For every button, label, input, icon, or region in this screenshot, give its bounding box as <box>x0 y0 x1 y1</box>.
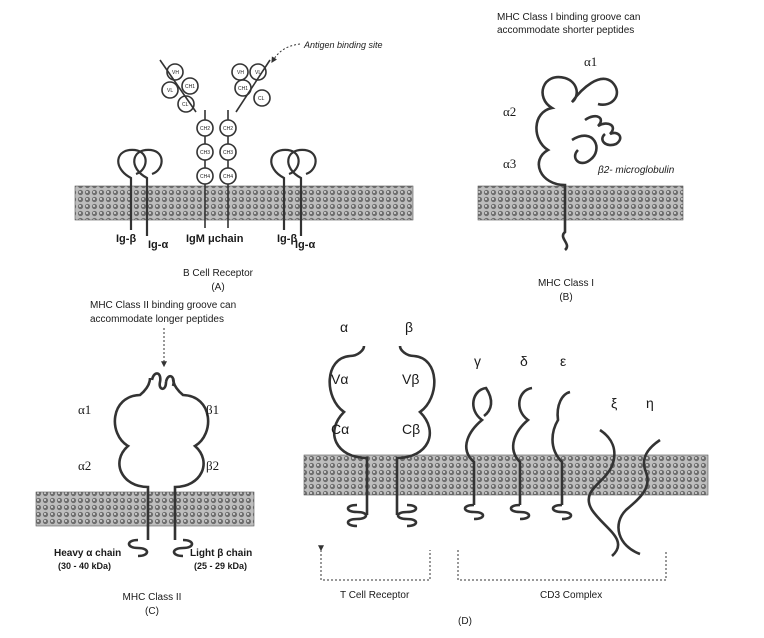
ch1-label-left: CH1 <box>185 84 195 90</box>
mhc2-alpha2-label: α2 <box>78 458 91 473</box>
panel-c-letter: (C) <box>145 606 159 617</box>
vh-label-right: VH <box>237 70 244 76</box>
mhc1-note-line1: MHC Class I binding groove can <box>497 12 640 23</box>
igm-domain-labels: VH VL CH1 CL VH CH1 VL CL CH2 CH2 CH3 CH… <box>167 70 265 180</box>
cd3-xi-label: ξ <box>611 395 617 411</box>
ch4-label-left: CH4 <box>200 174 210 180</box>
panel-c-mhc2: MHC Class II binding groove can accommod… <box>35 300 255 617</box>
tcr-chains <box>328 345 436 528</box>
antigen-binding-site-label: Antigen binding site <box>303 40 383 50</box>
light-chain-kda: (25 - 29 kDa) <box>194 561 247 571</box>
ch4-label-right: CH4 <box>223 174 233 180</box>
c-beta-label: Cβ <box>402 421 420 437</box>
ig-alpha-beta-right <box>270 148 317 236</box>
mhc2-beta1-label: β1 <box>206 402 219 417</box>
mhc1-alpha1-label: α1 <box>584 54 597 69</box>
light-chain-label: Light β chain <box>190 548 252 559</box>
igm-chain-label: IgM μchain <box>186 233 244 245</box>
panel-d-letter: (D) <box>458 616 472 627</box>
tcr-bracket <box>318 545 431 581</box>
mhc2-note-line2: accommodate longer peptides <box>90 314 224 325</box>
vh-label: VH <box>172 70 179 76</box>
ch2-label-left: CH2 <box>200 126 210 132</box>
membrane-b <box>477 185 684 221</box>
cd3-eta-label: η <box>646 395 654 411</box>
membrane-a <box>74 185 414 221</box>
ig-alpha-right-label: Ig-α <box>295 239 315 251</box>
tcr-alpha-label: α <box>340 319 348 335</box>
mhc2-beta2-label: β2 <box>206 458 219 473</box>
c-alpha-label: Cα <box>331 421 349 437</box>
panel-b-mhc1: MHC Class I binding groove can accommoda… <box>477 12 684 303</box>
membrane-c <box>35 491 255 527</box>
ig-alpha-beta-left <box>117 148 163 236</box>
mhc1-caption: MHC Class I <box>538 278 594 289</box>
tcr-caption: T Cell Receptor <box>340 590 410 601</box>
v-alpha-label: Vα <box>331 371 348 387</box>
vl-label: VL <box>167 88 173 94</box>
cd3-bracket <box>457 550 667 581</box>
ch3-label-left: CH3 <box>200 150 210 156</box>
cd3-gamma-label: γ <box>474 353 481 369</box>
mhc1-alpha3-label: α3 <box>503 156 516 171</box>
tcr-beta-label: β <box>405 319 413 335</box>
mhc1-note-line2: accommodate shorter peptides <box>497 25 634 36</box>
ig-alpha-left-label: Ig-α <box>148 239 168 251</box>
mhc1-molecule <box>535 75 622 251</box>
ch3-label-right: CH3 <box>223 150 233 156</box>
panel-a-bcr: VH VL CH1 CL VH CH1 VL CL CH2 CH2 CH3 CH… <box>74 40 414 293</box>
cl-label-right: CL <box>258 96 265 102</box>
ig-beta-left-label: Ig-β <box>116 233 136 245</box>
antigen-arrow <box>271 43 301 64</box>
vl-label-right: VL <box>255 70 261 76</box>
panel-a-letter: (A) <box>211 282 224 293</box>
cd3-chains <box>463 386 661 557</box>
ch1-label-right: CH1 <box>238 86 248 92</box>
cd3-delta-label: δ <box>520 353 528 369</box>
mhc1-alpha2-label: α2 <box>503 104 516 119</box>
tcr-labels: α β Vα Vβ Cα Cβ γ δ ε ξ η <box>331 319 654 437</box>
igm-antibody <box>159 59 271 228</box>
v-beta-label: Vβ <box>402 371 419 387</box>
heavy-chain-kda: (30 - 40 kDa) <box>58 561 111 571</box>
beta2-microglobulin-label: β2- microglobulin <box>597 165 675 176</box>
cd3-caption: CD3 Complex <box>540 590 602 601</box>
mhc2-molecule <box>113 372 210 558</box>
bcr-caption: B Cell Receptor <box>183 268 254 279</box>
mhc2-caption: MHC Class II <box>123 592 182 603</box>
mhc2-alpha1-label: α1 <box>78 402 91 417</box>
cl-label-left: CL <box>182 102 189 108</box>
mhc2-note-line1: MHC Class II binding groove can <box>90 300 236 311</box>
ig-beta-right-label: Ig-β <box>277 233 297 245</box>
panel-d-tcr-cd3: α β Vα Vβ Cα Cβ γ δ ε ξ η T Cell Recepto… <box>303 319 709 627</box>
ch2-label-right: CH2 <box>223 126 233 132</box>
cd3-epsilon-label: ε <box>560 353 566 369</box>
heavy-chain-label: Heavy α chain <box>54 548 121 559</box>
panel-b-letter: (B) <box>559 292 572 303</box>
membrane-d <box>303 454 709 496</box>
